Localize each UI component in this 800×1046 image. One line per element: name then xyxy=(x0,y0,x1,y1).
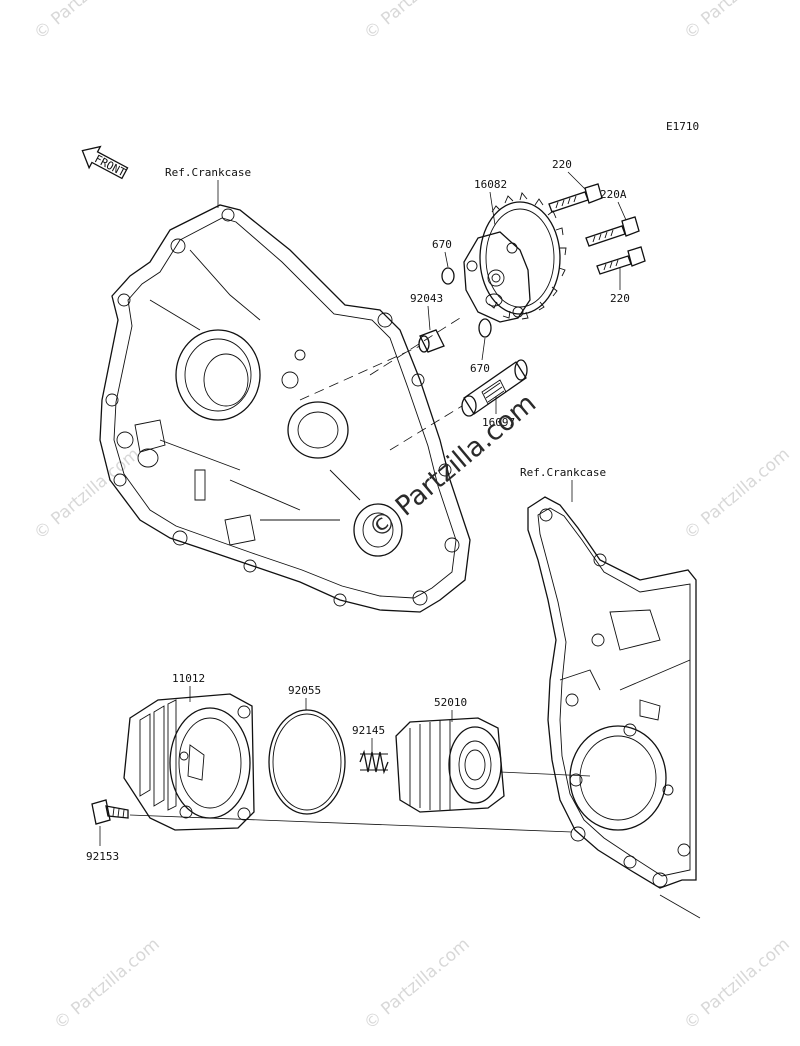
part-label-11012: 11012 xyxy=(172,672,205,685)
spring-92145 xyxy=(359,749,389,775)
o-ring-92055-inner xyxy=(272,713,342,811)
part-label-16082: 16082 xyxy=(474,178,507,191)
bolt-220a xyxy=(585,216,640,247)
watermark-top-center: © Partzilla.com xyxy=(360,0,473,44)
leader-670-lower xyxy=(481,337,486,361)
oil-filter-cover-11012 xyxy=(123,693,255,831)
leader-92043 xyxy=(427,305,431,331)
part-label-220-top: 220 xyxy=(552,158,572,171)
part-label-92153: 92153 xyxy=(86,850,119,863)
bolt-220-bottom xyxy=(596,246,646,275)
leader-220-top xyxy=(567,171,587,191)
front-arrow: FRONT xyxy=(81,145,129,180)
ref-crankcase-label-left: Ref.Crankcase xyxy=(165,166,251,179)
watermark-main: © Partzilla.com xyxy=(363,388,543,546)
align-line-bolt xyxy=(129,814,573,833)
part-label-220a: 220A xyxy=(600,188,627,201)
watermark-bottom-center: © Partzilla.com xyxy=(360,934,473,1034)
part-label-670-upper: 670 xyxy=(432,238,452,251)
o-ring-670-upper xyxy=(441,267,455,285)
o-ring-670-lower xyxy=(478,318,492,338)
align-line-pump xyxy=(369,317,461,376)
watermark-top-left: © Partzilla.com xyxy=(30,0,143,44)
crankcase-left xyxy=(99,204,471,613)
ref-crankcase-label-right: Ref.Crankcase xyxy=(520,466,606,479)
crankcase-right xyxy=(527,496,697,889)
part-label-52010: 52010 xyxy=(434,696,467,709)
watermark-top-right: © Partzilla.com xyxy=(680,0,793,44)
align-line-dowel xyxy=(299,345,421,401)
watermark-bottom-left: © Partzilla.com xyxy=(50,934,163,1034)
o-ring-92055 xyxy=(268,709,346,815)
part-label-92145: 92145 xyxy=(352,724,385,737)
align-line-filter-axis xyxy=(499,771,591,777)
watermark-mid-right: © Partzilla.com xyxy=(680,444,793,544)
leader-16082 xyxy=(489,191,496,226)
oil-filter-52010 xyxy=(395,717,505,813)
leader-220a xyxy=(617,201,627,221)
part-label-92055: 92055 xyxy=(288,684,321,697)
leader-ref-right-bottom xyxy=(659,894,701,919)
watermark-bottom-right: © Partzilla.com xyxy=(680,934,793,1034)
part-label-92043: 92043 xyxy=(410,292,443,305)
part-label-670-lower: 670 xyxy=(470,362,490,375)
diagram-code: E1710 xyxy=(666,120,699,133)
oil-pump xyxy=(463,192,567,323)
part-label-220-bottom: 220 xyxy=(610,292,630,305)
bolt-220-top xyxy=(548,183,603,213)
leader-670-upper xyxy=(444,251,449,268)
dowel-pin-92043 xyxy=(418,329,445,353)
watermark-mid-left: © Partzilla.com xyxy=(30,444,143,544)
part-label-16097: 16097 xyxy=(482,416,515,429)
bolt-92153 xyxy=(91,799,129,825)
align-line-strainer xyxy=(389,405,463,451)
front-label: FRONT xyxy=(92,152,128,179)
